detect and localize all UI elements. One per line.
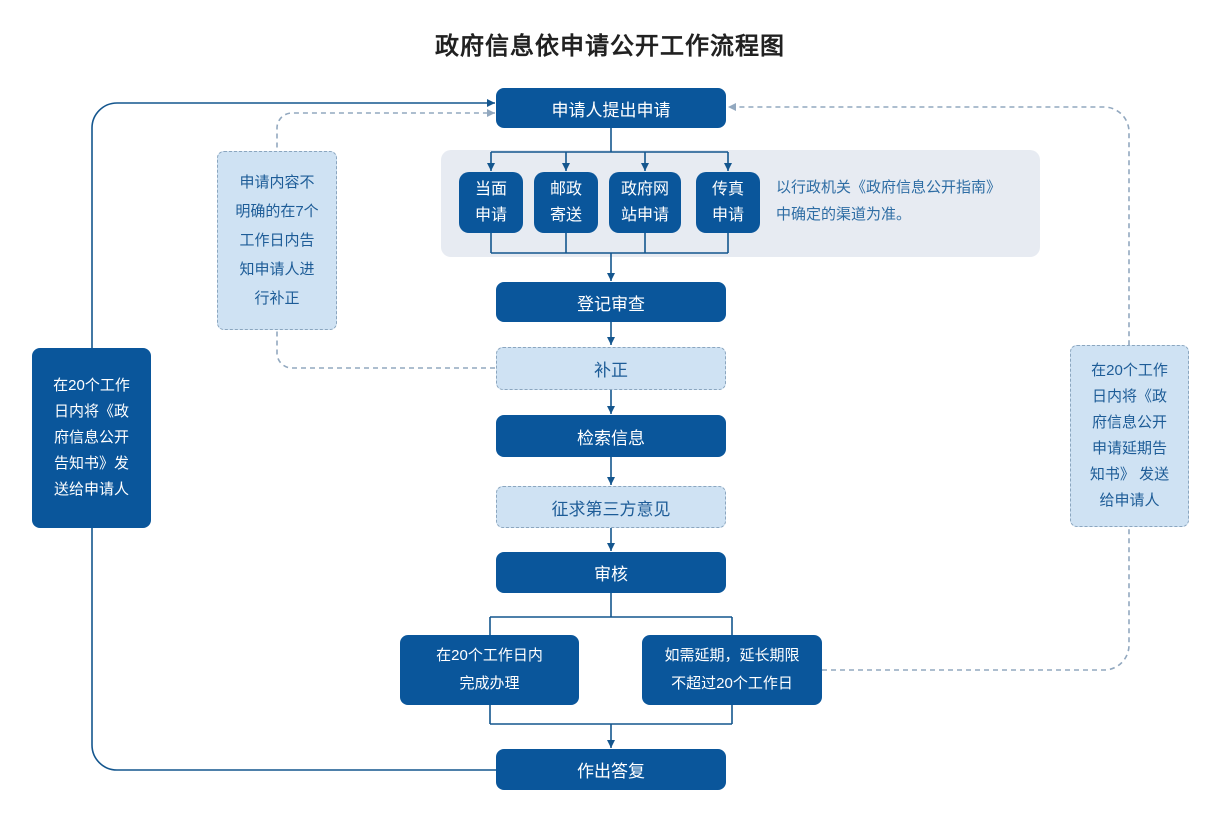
node-search-label: 检索信息 (577, 428, 645, 448)
node-supplement-label: 补正 (594, 361, 628, 380)
node-channel-fax: 传真 申请 (696, 172, 760, 233)
node-register: 登记审查 (496, 282, 726, 322)
note-supplement-7-days: 申请内容不 明确的在7个 工作日内告 知申请人进 行补正 (217, 151, 337, 330)
node-within-20-days-label: 在20个工作日内 完成办理 (436, 647, 543, 692)
node-supplement: 补正 (496, 347, 726, 390)
channels-annotation: 以行政机关《政府信息公开指南》 中确定的渠道为准。 (776, 179, 1002, 223)
node-disclosure-notice: 在20个工作 日内将《政 府信息公开 告知书》发 送给申请人 (32, 348, 151, 528)
page-title: 政府信息依申请公开工作流程图 (435, 33, 785, 60)
node-reply: 作出答复 (496, 749, 726, 790)
note-supplement-7-days-text: 申请内容不 明确的在7个 工作日内告 知申请人进 行补正 (235, 174, 319, 307)
node-extension-label: 如需延期，延长期限 不超过20个工作日 (664, 647, 800, 692)
node-extension-notice-text: 在20个工作 日内将《政 府信息公开 申请延期告 知书》 发送 给申请人 (1089, 362, 1170, 509)
node-third-party: 征求第三方意见 (496, 486, 726, 528)
node-search: 检索信息 (496, 415, 726, 457)
node-apply: 申请人提出申请 (496, 88, 726, 128)
node-review: 审核 (496, 552, 726, 593)
node-channel-postal: 邮政 寄送 (534, 172, 598, 233)
node-third-party-label: 征求第三方意见 (551, 499, 671, 519)
connector-supplement-note-apply (276, 109, 495, 369)
node-review-label: 审核 (594, 565, 628, 584)
node-within-20-days: 在20个工作日内 完成办理 (400, 635, 579, 705)
node-channel-postal-label: 邮政 寄送 (549, 180, 582, 224)
node-channel-in-person: 当面 申请 (459, 172, 523, 233)
connector-solid-trunks (489, 128, 733, 725)
node-channel-website: 政府网 站申请 (609, 172, 681, 233)
node-extension: 如需延期，延长期限 不超过20个工作日 (642, 635, 822, 705)
node-extension-notice: 在20个工作 日内将《政 府信息公开 申请延期告 知书》 发送 给申请人 (1070, 345, 1189, 527)
node-disclosure-notice-text: 在20个工作 日内将《政 府信息公开 告知书》发 送给申请人 (53, 377, 130, 498)
node-apply-label: 申请人提出申请 (551, 100, 671, 120)
node-channel-fax-label: 传真 申请 (711, 180, 744, 224)
node-channel-website-label: 政府网 站申请 (620, 180, 669, 224)
node-register-label: 登记审查 (577, 294, 645, 314)
node-reply-label: 作出答复 (577, 762, 645, 781)
node-channel-in-person-label: 当面 申请 (474, 180, 507, 224)
